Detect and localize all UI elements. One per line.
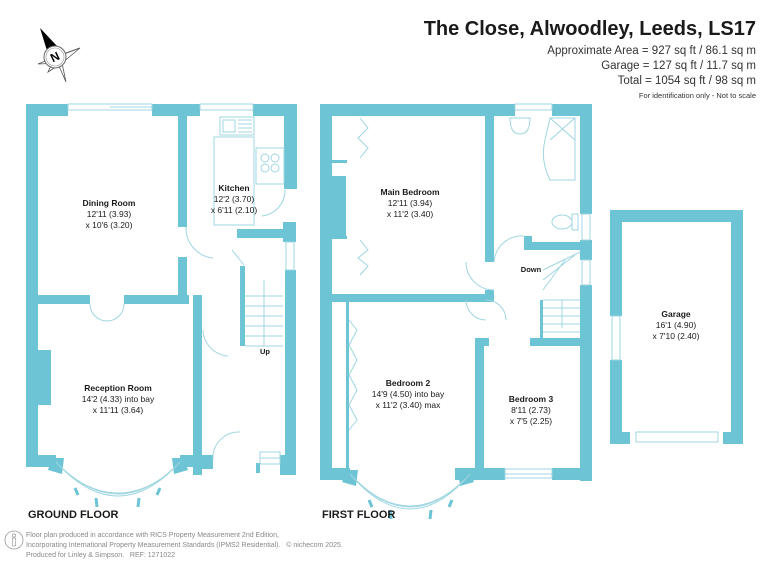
room-dining-room: Dining Room 12'11 (3.93) x 10'6 (3.20) [83, 198, 136, 231]
room-dimension: 8'11 (2.73) [511, 405, 551, 415]
room-garage: Garage 16'1 (4.90) x 7'10 (2.40) [653, 309, 700, 342]
first-floor-label: FIRST FLOOR [322, 509, 396, 521]
room-kitchen: Kitchen 12'2 (3.70) x 6'11 (2.10) [211, 183, 257, 216]
room-dimension: x 10'6 (3.20) [85, 220, 133, 230]
room-name: Dining Room [82, 198, 136, 208]
room-reception-room: Reception Room 14'2 (4.33) into bay x 11… [82, 383, 155, 416]
room-dimension: x 11'11 (3.64) [92, 405, 144, 415]
room-dimension: 12'2 (3.70) [213, 194, 255, 204]
property-title: The Close, Alwoodley, Leeds, LS17 [423, 18, 756, 40]
room-name: Bedroom 3 [508, 394, 554, 404]
total-area: Total = 1054 sq ft / 98 sq m [617, 75, 756, 87]
room-dimension: 12'11 (3.93) [86, 209, 132, 219]
room-dimension: x 6'11 (2.10) [210, 205, 258, 215]
room-dimension: 14'2 (4.33) into bay [81, 394, 155, 404]
stairs-up-label: Up [260, 347, 270, 356]
room-dimension: x 11'2 (3.40) max [375, 400, 441, 410]
footer-line: Floor plan produced in accordance with R… [26, 532, 279, 539]
north-arrow-icon: N [37, 28, 81, 83]
approximate-area: Approximate Area = 927 sq ft / 86.1 sq m [547, 45, 756, 57]
room-name: Bedroom 2 [385, 378, 431, 388]
room-dimension: 12'11 (3.94) [387, 198, 433, 208]
room-bedroom-2: Bedroom 2 14'9 (4.50) into bay x 11'2 (3… [372, 378, 445, 411]
ground-floor-label: GROUND FLOOR [28, 509, 119, 521]
room-dimension: x 7'5 (2.25) [509, 416, 553, 426]
footer-line: Incorporating International Property Mea… [26, 542, 343, 549]
garage-area: Garage = 127 sq ft / 11.7 sq m [601, 60, 756, 72]
stairs-down-label: Down [520, 265, 542, 274]
room-name: Garage [661, 309, 691, 319]
room-name: Kitchen [218, 183, 250, 193]
room-bedroom-3: Bedroom 3 8'11 (2.73) x 7'5 (2.25) [509, 394, 553, 427]
room-dimension: 16'1 (4.90) [655, 320, 697, 330]
room-name: Main Bedroom [380, 187, 440, 197]
room-dimension: x 7'10 (2.40) [652, 331, 700, 341]
person-icon [4, 530, 24, 550]
footer-line: Produced for Linley & Simpson. REF: 1271… [26, 552, 176, 559]
room-main-bedroom: Main Bedroom 12'11 (3.94) x 11'2 (3.40) [380, 187, 439, 220]
room-name: Reception Room [84, 383, 152, 393]
room-dimension: x 11'2 (3.40) [386, 209, 434, 219]
footer-notes: Floor plan produced in accordance with R… [26, 531, 343, 561]
room-dimension: 14'9 (4.50) into bay [371, 389, 445, 399]
disclaimer: For identification only - Not to scale [638, 91, 756, 100]
